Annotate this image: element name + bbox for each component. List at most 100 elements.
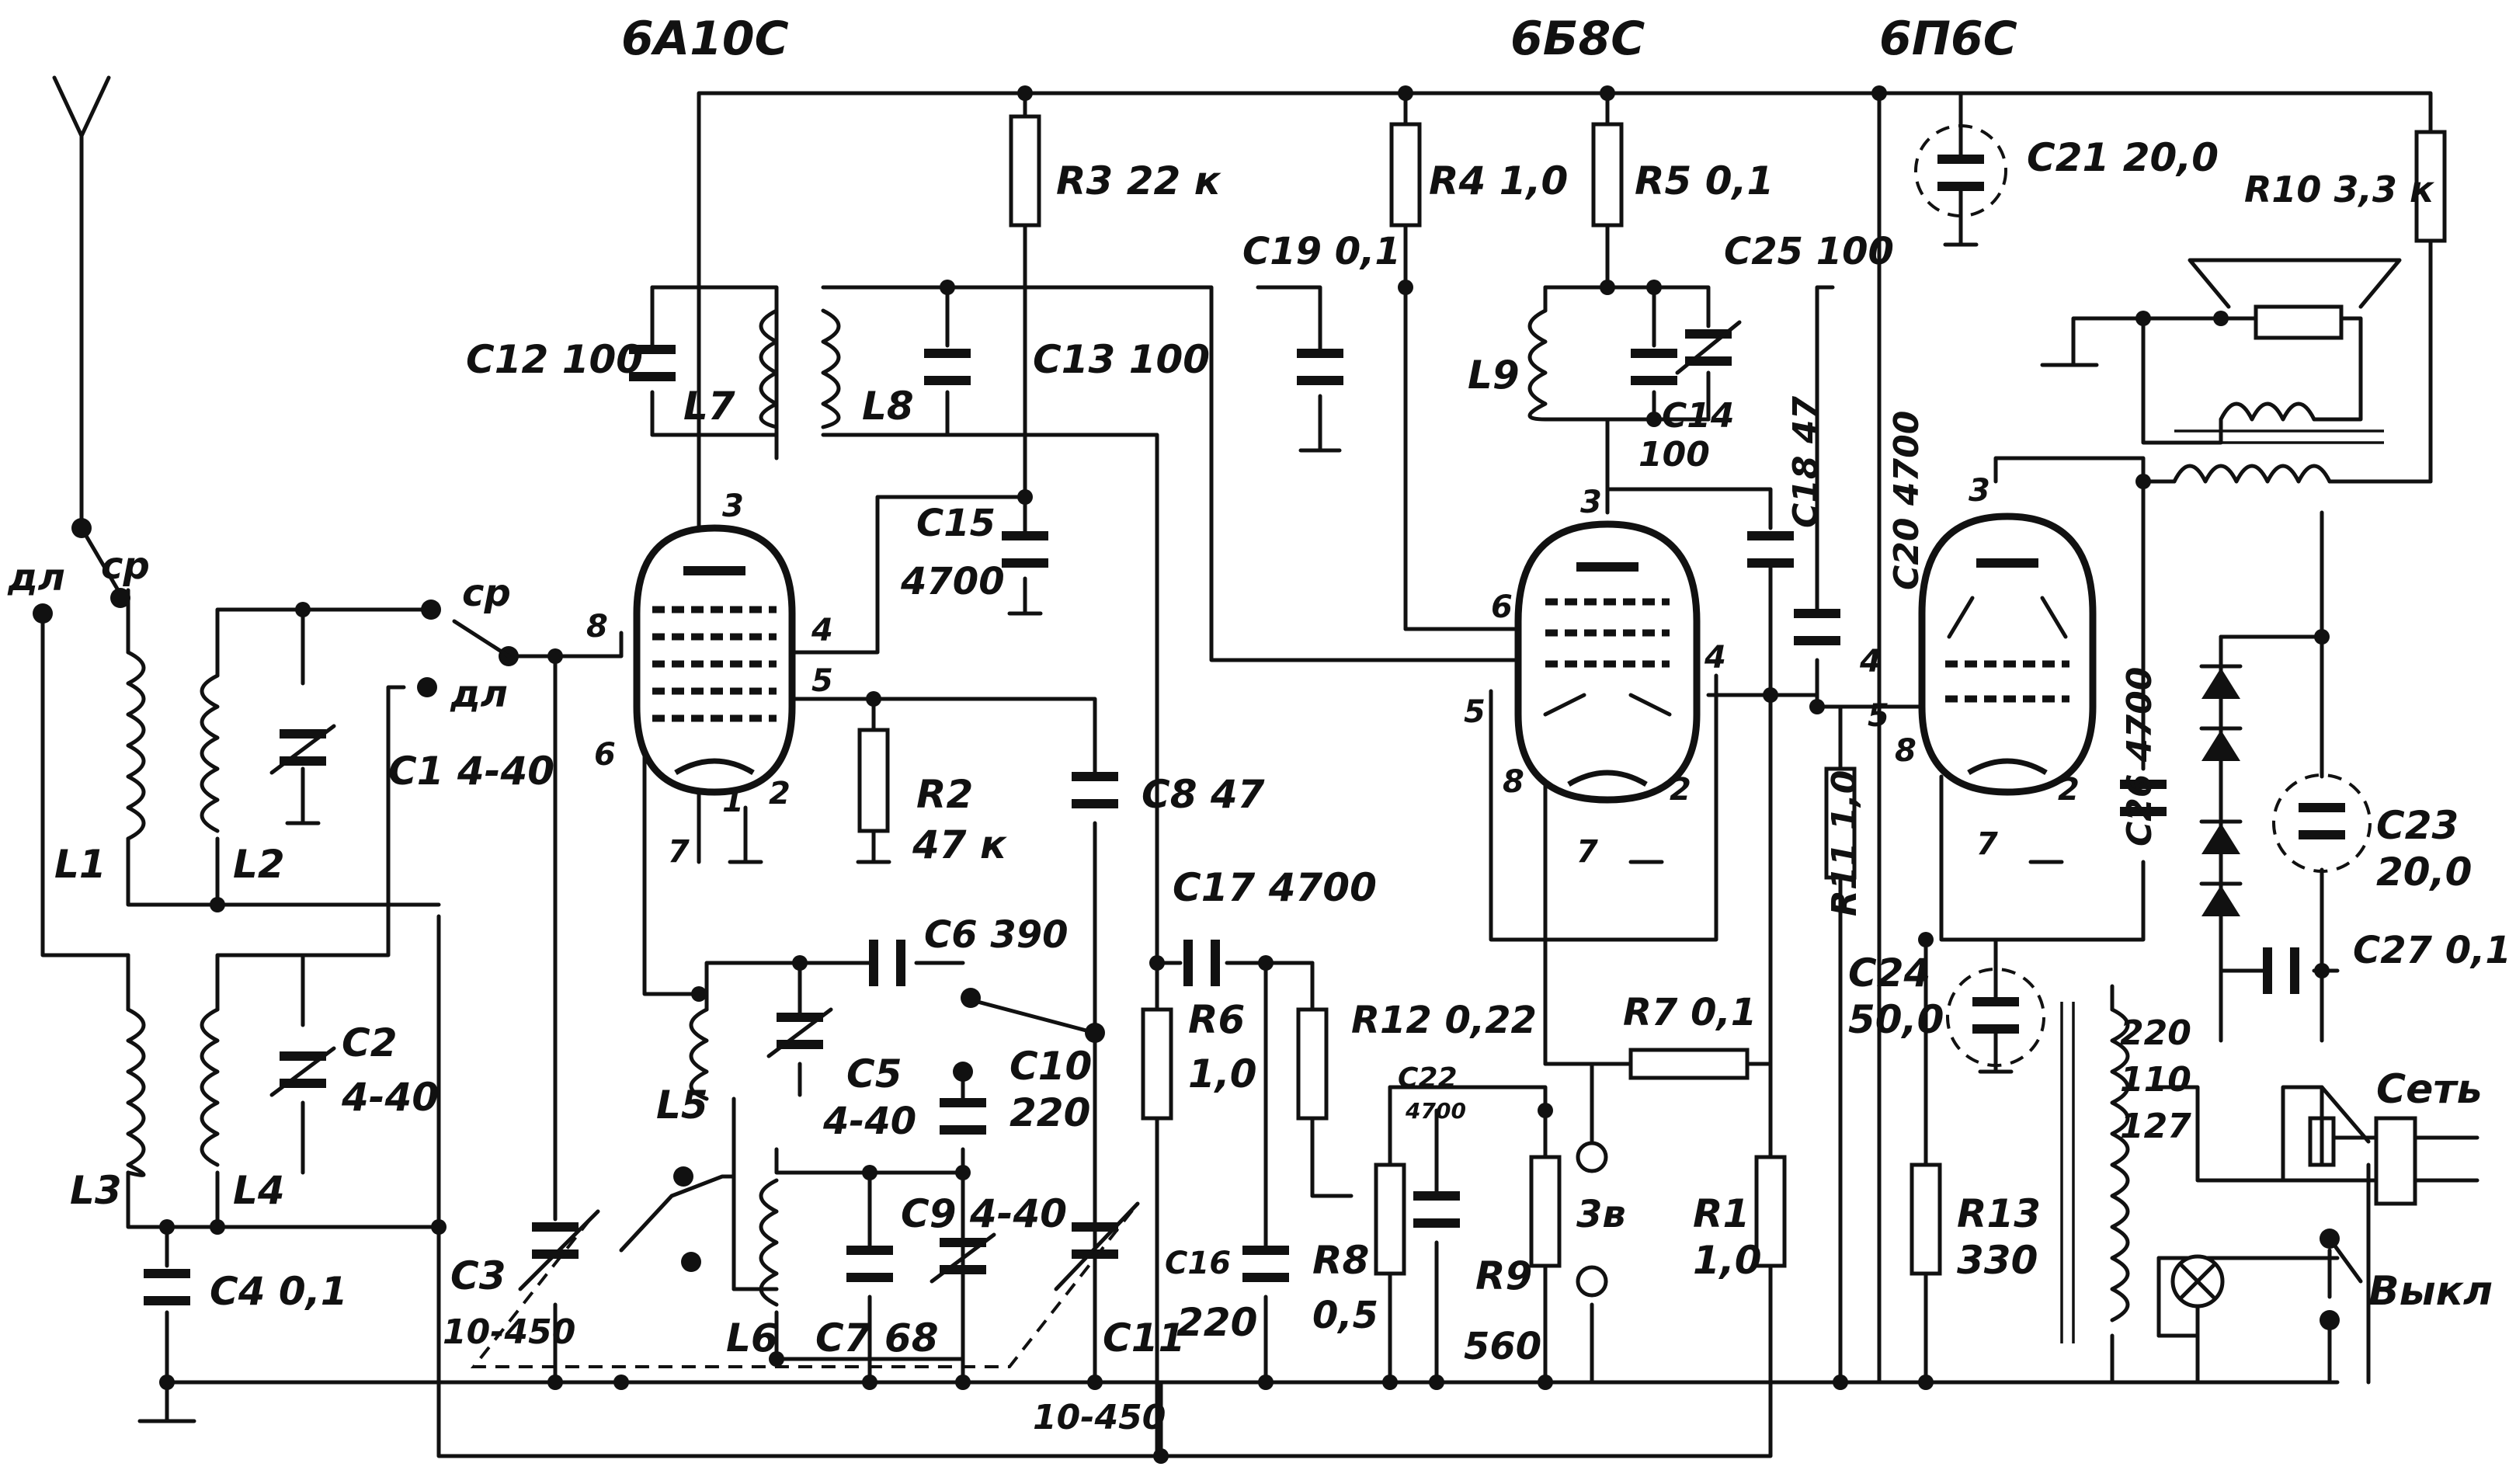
capacitor-c12 (629, 345, 676, 381)
tap-110-label: 110 (2120, 1060, 2191, 1100)
capacitor-c27 (2263, 947, 2299, 994)
resistor-r5 (1591, 122, 1624, 228)
svg-text:C12 100: C12 100 (466, 337, 643, 382)
capacitor-c5 (766, 1007, 833, 1058)
pilot-lamp-icon (2170, 1254, 2225, 1308)
svg-text:C7 68: C7 68 (815, 1315, 939, 1361)
pin-label: 3 (1580, 485, 1602, 520)
c22-value: 4700 (1405, 1098, 1466, 1124)
c23-name: C23 (2376, 803, 2459, 848)
coil-l1-label: L1 (54, 842, 106, 887)
svg-text:C9 4-40: C9 4-40 (901, 1191, 1067, 1236)
r6-name: R6 (1188, 997, 1245, 1042)
c12-name: C12 (466, 337, 548, 382)
c20-name: C20 (1887, 517, 1927, 590)
capacitor-c10 (940, 1098, 986, 1135)
c16-name: C16 (1165, 1246, 1231, 1281)
tube-label-1: 6A10C (621, 12, 789, 66)
tube-6p6c (1918, 513, 2097, 796)
r2-value: 47 к (912, 822, 1007, 867)
c8-name: C8 (1142, 772, 1197, 817)
c13-name: C13 (1033, 337, 1115, 382)
r8-value: 0,5 (1312, 1294, 1378, 1337)
pin-label: 8 (1895, 733, 1917, 769)
coil-l2 (200, 673, 220, 833)
r1-value: 1,0 (1693, 1238, 1762, 1283)
switch-medium-label: ср (462, 572, 511, 615)
c4-name: C4 (210, 1269, 265, 1314)
coil-l3 (126, 1007, 146, 1177)
capacitor-c26 (2120, 780, 2167, 816)
pin-label: 8 (1503, 764, 1524, 800)
c5-value: 4-40 (822, 1100, 916, 1143)
resistor-r4 (1389, 122, 1422, 228)
coil-l9-label: L9 (1468, 353, 1520, 398)
capacitor-c23 (2272, 773, 2372, 873)
mains-transformer-winding (2110, 1007, 2130, 1322)
capacitor-c19 (1297, 349, 1343, 453)
resistor-r10 (2414, 130, 2447, 243)
r12-value: 0,22 (1444, 999, 1536, 1042)
power-switch-blade[interactable] (2327, 1236, 2363, 1284)
diode-3 (2199, 819, 2243, 854)
pin-label: 5 (1868, 698, 1889, 734)
c17-value: 4700 (1268, 865, 1377, 910)
svg-text:R5 0,1: R5 0,1 (1635, 158, 1774, 203)
band-switch-blade[interactable] (452, 619, 511, 659)
pickup-jack-bottom (1576, 1265, 1608, 1298)
off-switch-label: Выкл (2368, 1268, 2493, 1315)
antenna-terminal-long (33, 603, 53, 624)
capacitor-c20 (1794, 609, 1840, 645)
coil-l3-label: L3 (70, 1168, 122, 1213)
c11-value: 10-450 (1033, 1398, 1166, 1437)
coil-l2-label: L2 (233, 842, 285, 887)
mains-plug-icon[interactable] (2374, 1116, 2479, 1206)
c14-name: C14 (1662, 396, 1735, 436)
c15-name: C15 (916, 502, 996, 545)
r5-value: 0,1 (1705, 158, 1774, 203)
svg-text:C27 0,1: C27 0,1 (2353, 929, 2509, 972)
r7-value: 0,1 (1691, 991, 1757, 1034)
c24-name: C24 (1848, 951, 1930, 996)
switch-contact-medium (421, 600, 441, 620)
mains-label: Сеть (2376, 1066, 2482, 1113)
c10-value: 220 (1010, 1090, 1090, 1135)
resistor-r7 (1628, 1048, 1750, 1080)
c14-value: 100 (1638, 435, 1710, 474)
svg-text:R12 0,22: R12 0,22 (1351, 999, 1537, 1042)
r4-name: R4 (1429, 158, 1486, 203)
c9-name: C9 (901, 1191, 956, 1236)
svg-text:R7 0,1: R7 0,1 (1623, 991, 1757, 1034)
r9-value: 560 (1464, 1325, 1541, 1368)
r13-value: 330 (1957, 1238, 2038, 1283)
c19-value: 0,1 (1335, 230, 1401, 273)
svg-text:R11 1,0: R11 1,0 (1825, 770, 1864, 916)
c6-value: 390 (990, 913, 1068, 957)
resistor-r12 (1296, 1007, 1329, 1121)
capacitor-c6 (869, 940, 905, 986)
capacitor-c14 (1631, 349, 1677, 385)
c2-name: C2 (342, 1020, 397, 1065)
tube-6b8c (1514, 520, 1701, 804)
capacitor-c15 (1002, 531, 1048, 616)
r6-value: 1,0 (1188, 1051, 1257, 1096)
capacitor-c25 (1675, 320, 1742, 375)
coil-l4 (200, 1007, 220, 1167)
svg-text:C17 4700: C17 4700 (1173, 865, 1377, 910)
c12-value: 100 (562, 337, 643, 382)
c15-value: 4700 (900, 560, 1005, 603)
c3-name: C3 (450, 1253, 506, 1298)
antenna-terminal-medium (71, 518, 92, 538)
resistors (857, 114, 2447, 1276)
switch-long-label: дл (450, 672, 508, 716)
r3-value: 22 к (1127, 158, 1221, 203)
capacitor-c2 (269, 1046, 336, 1097)
r10-value: 3,3 к (2334, 169, 2435, 210)
svg-text:C25 100: C25 100 (1724, 230, 1894, 273)
coil-l5-label: L5 (656, 1083, 708, 1128)
svg-text:R3 22 к: R3 22 к (1056, 158, 1221, 203)
loudspeaker-icon (2188, 258, 2402, 340)
c1-value: 4-40 (457, 749, 554, 794)
